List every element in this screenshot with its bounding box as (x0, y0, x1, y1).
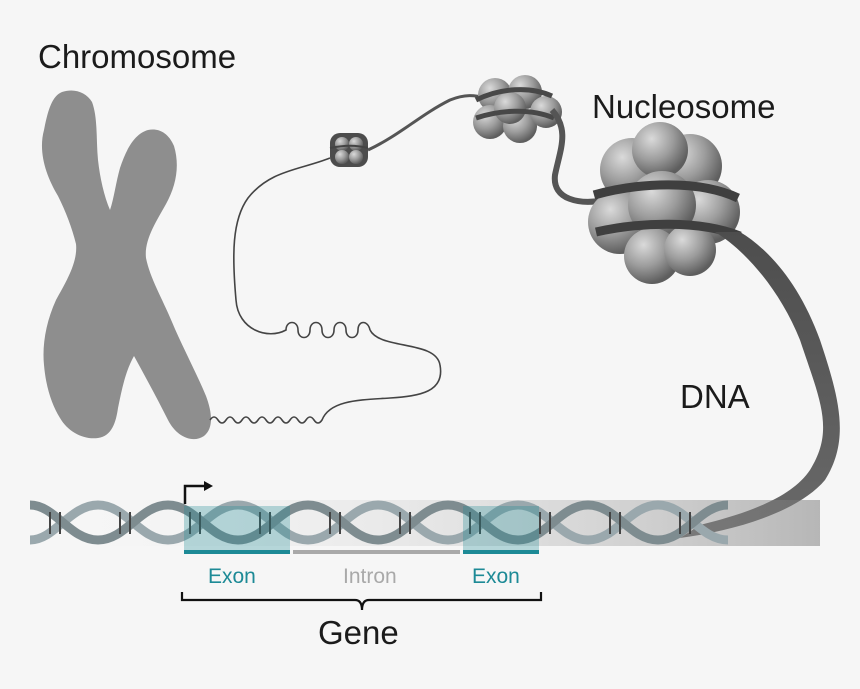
fiber-medium (549, 107, 606, 205)
coiled-wire (209, 329, 442, 424)
exon-2-region (463, 506, 539, 550)
fiber-thin (367, 94, 486, 152)
gene-label: Gene (318, 614, 399, 651)
dna-helix (29, 500, 820, 546)
start-arrow-icon (183, 481, 213, 504)
exon-2-label: Exon (472, 565, 520, 588)
dna-band (680, 232, 840, 538)
base-pairs (49, 512, 691, 534)
exon-1-label: Exon (208, 565, 256, 588)
gene-brace (180, 592, 543, 611)
exon-1-region (184, 506, 290, 550)
dna-label: DNA (680, 378, 750, 415)
large-nucleosome (588, 122, 742, 284)
nucleosome-label: Nucleosome (592, 88, 776, 125)
loops (233, 157, 371, 339)
medium-nucleosome (473, 75, 562, 143)
small-nucleosome (329, 133, 369, 167)
chromosome-label: Chromosome (38, 38, 237, 75)
chromosome-shape (41, 90, 211, 440)
intron-label: Intron (343, 565, 397, 588)
